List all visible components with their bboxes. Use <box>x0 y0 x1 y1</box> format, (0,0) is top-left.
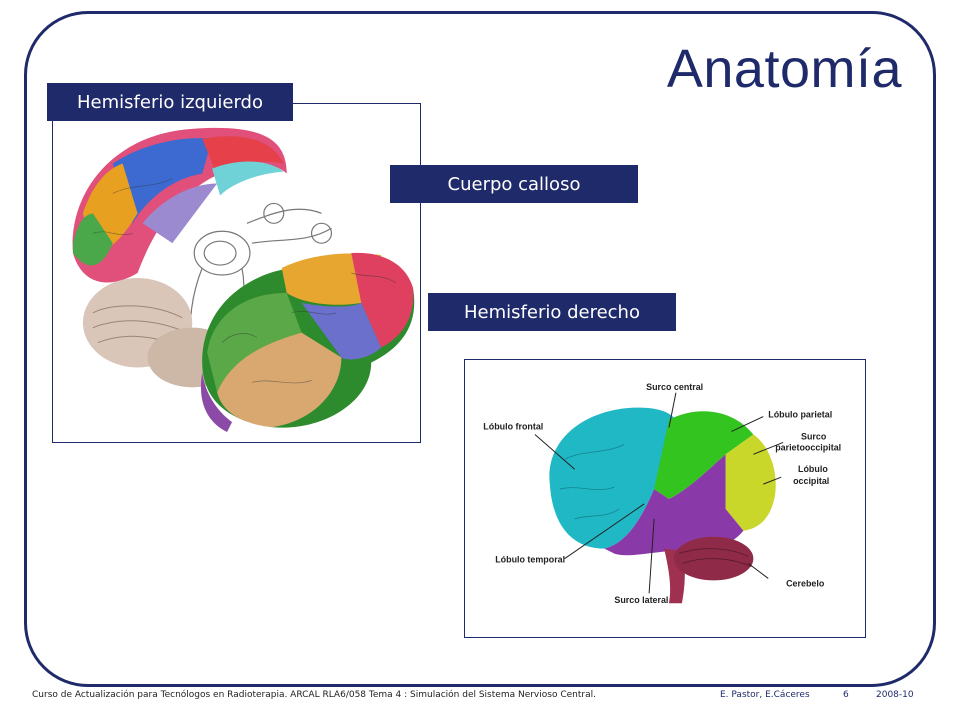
label-lobulo-temporal: Lóbulo temporal <box>495 555 565 565</box>
lobes-diagram: Surco central Lóbulo parietal Surco pari… <box>464 359 866 638</box>
label-surco-central: Surco central <box>646 382 703 392</box>
frontal-lobe <box>549 407 682 549</box>
label-hemisferio-izquierdo: Hemisferio izquierdo <box>47 83 293 121</box>
label-surco-lateral: Surco lateral <box>614 595 668 605</box>
temporal-lobe <box>604 454 744 556</box>
footer-course: Curso de Actualización para Tecnólogos e… <box>32 690 596 700</box>
slide-frame <box>24 11 936 687</box>
label-lobulo-occipital-1: Lóbulo <box>798 464 828 474</box>
label-cerebelo: Cerebelo <box>786 578 825 588</box>
lobes-illustration: Surco central Lóbulo parietal Surco pari… <box>483 382 841 605</box>
footer-page-number: 6 <box>843 690 849 700</box>
hemispheres-image <box>52 103 421 443</box>
label-surco-parieto-1: Surco <box>801 431 827 441</box>
slide-title: Anatomía <box>666 39 902 99</box>
parietal-lobe <box>654 411 754 499</box>
label-surco-parieto-2: parietooccipital <box>775 442 841 452</box>
label-lobulo-frontal: Lóbulo frontal <box>483 421 543 431</box>
label-hemisferio-derecho: Hemisferio derecho <box>428 293 676 331</box>
footer-year: 2008-10 <box>876 690 914 700</box>
label-cuerpo-calloso: Cuerpo calloso <box>390 165 638 203</box>
label-lobulo-occipital-2: occipital <box>793 476 829 486</box>
footer-authors: E. Pastor, E.Cáceres <box>720 690 810 700</box>
hemispheres-illustration <box>72 127 415 433</box>
occipital-lobe <box>725 434 776 531</box>
label-lobulo-parietal: Lóbulo parietal <box>768 410 832 420</box>
